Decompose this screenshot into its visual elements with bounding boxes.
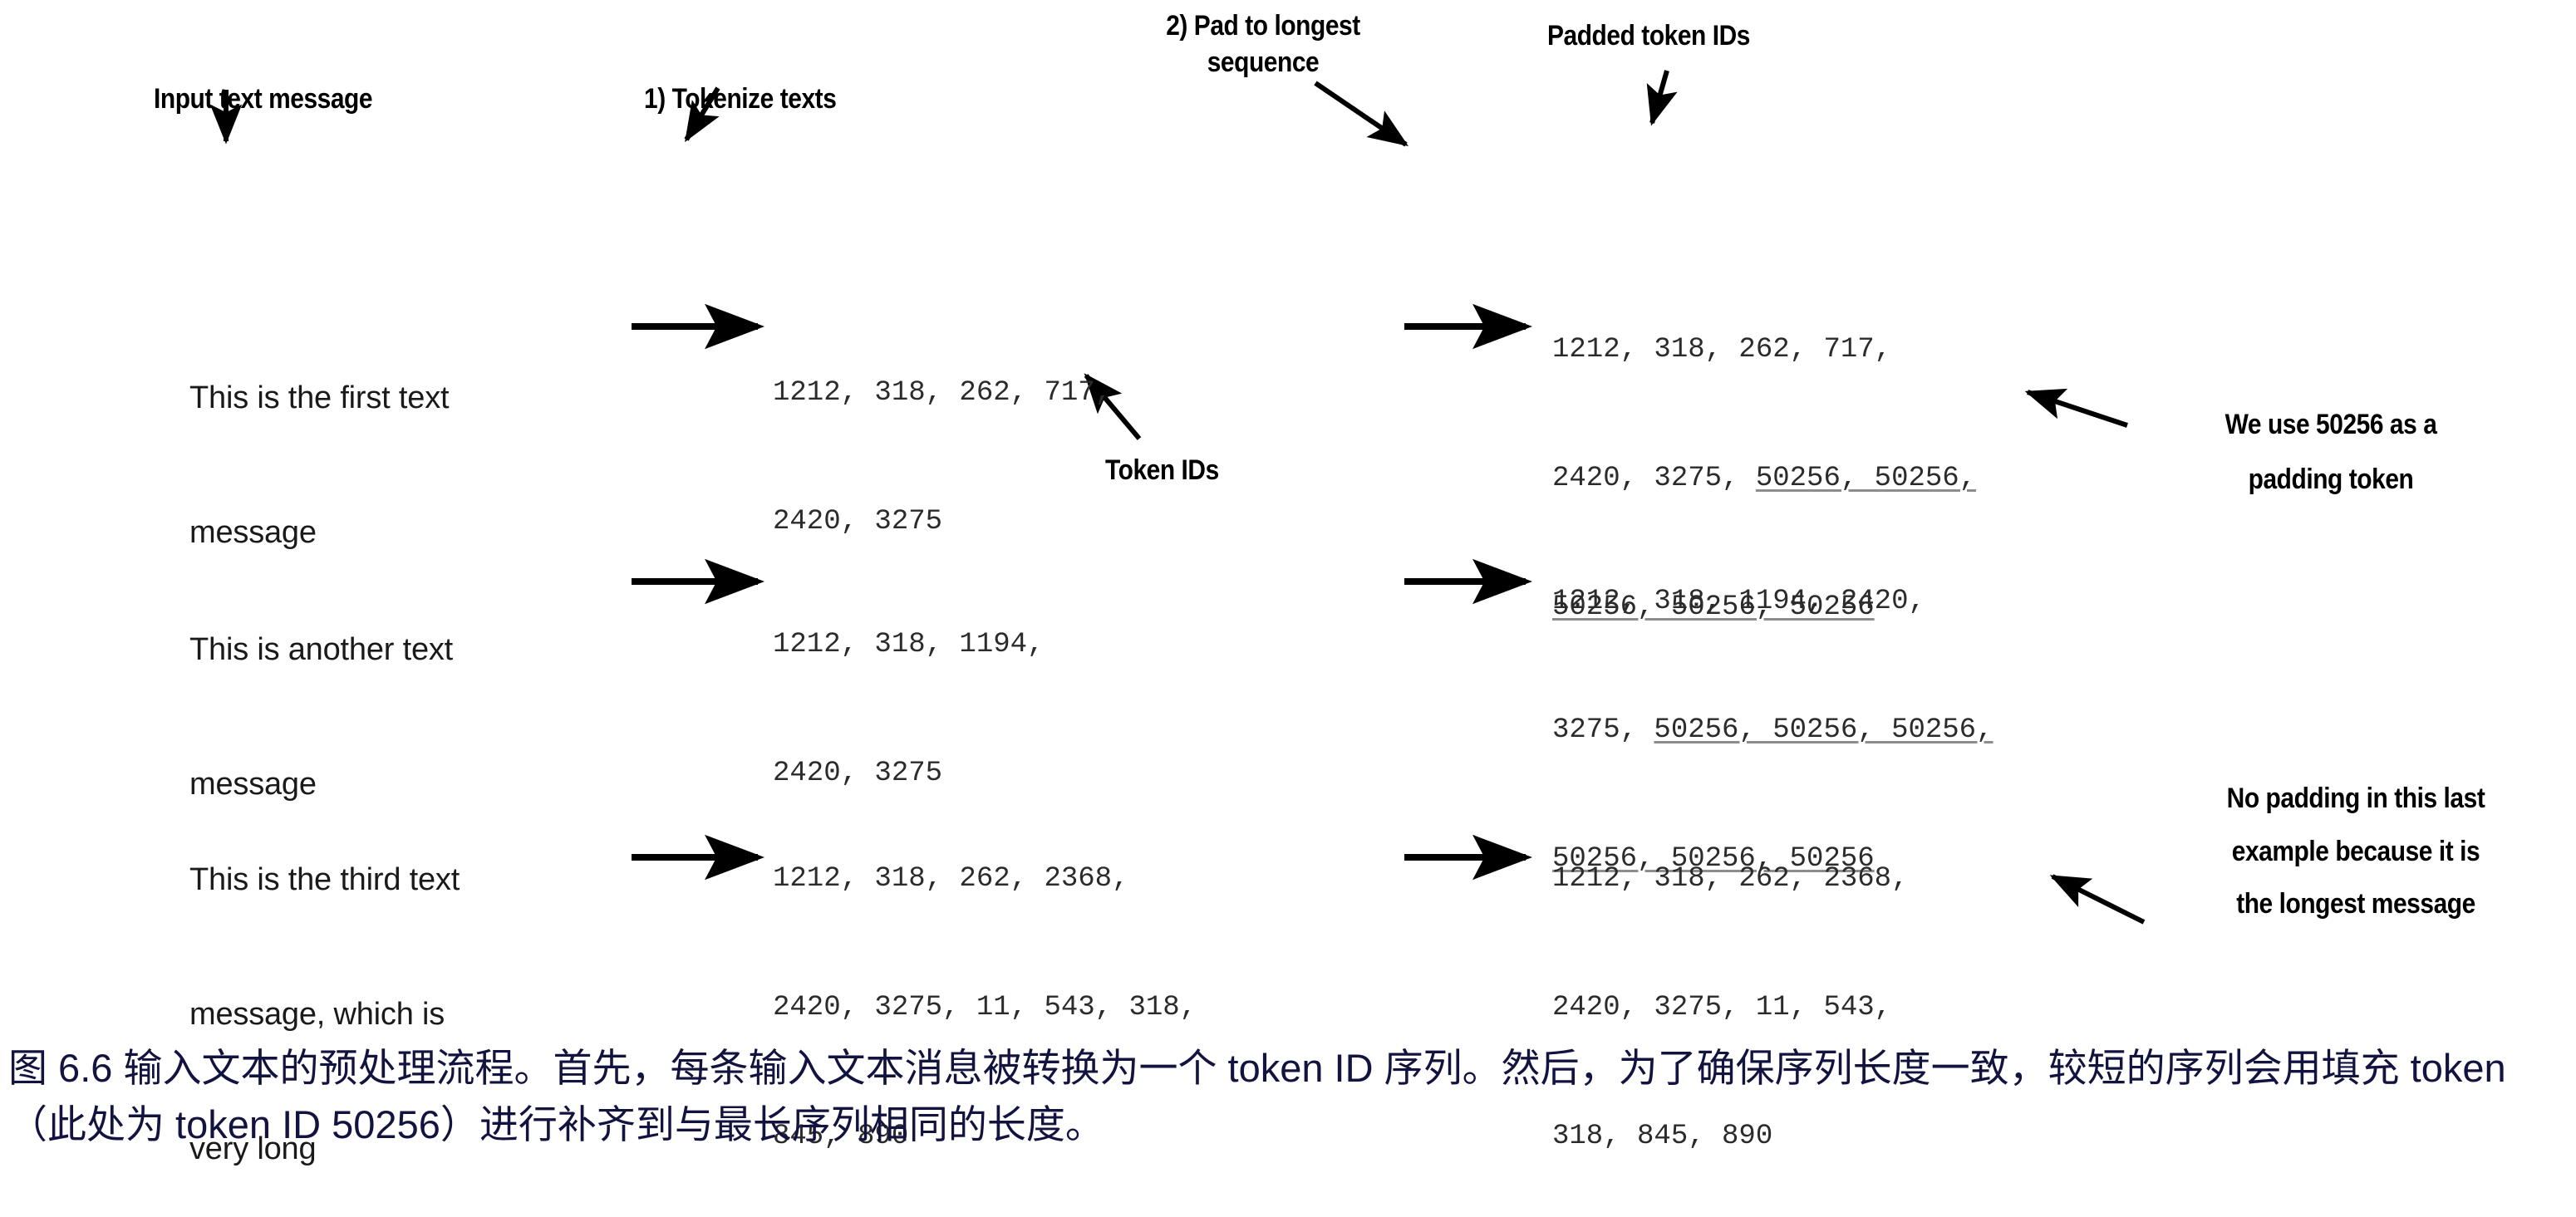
- row-3-padded-line-3: 318, 845, 890: [1552, 1121, 1773, 1153]
- row-3-token-ids-line-1: 1212, 318, 262, 2368,: [773, 863, 1129, 896]
- row-1-message-line-1: This is the first text: [189, 380, 450, 415]
- row-3-message-line-3: very long: [189, 1131, 317, 1166]
- row-2-padded-line-1: 1212, 318, 1194, 2420,: [1552, 586, 1925, 618]
- label-padding-note-line-1: We use 50256 as a: [2225, 409, 2437, 440]
- row-1-padded-line-2: 2420, 3275, 50256, 50256,: [1552, 458, 1976, 501]
- label-padding-note-line-2: padding token: [2248, 463, 2414, 495]
- row-3-message-line-2: message, which is: [189, 996, 445, 1032]
- row-2-token-ids-line-1: 1212, 318, 1194,: [773, 629, 1045, 661]
- arrow-padding-note-callout: [2024, 388, 2128, 428]
- arrow-pad-to-longest: [1314, 81, 1408, 147]
- row-2-message-line-2: message: [189, 766, 317, 802]
- label-token-ids: Token IDs: [1105, 454, 1219, 486]
- label-step-2-pad-to-longest-sequence: 2) Pad to longest sequence: [1105, 8, 1421, 81]
- row-3-token-ids-line-3: 845, 890: [773, 1121, 909, 1153]
- row-2-token-ids: 1212, 318, 1194, 2420, 3275: [773, 538, 1044, 839]
- row-2-input-message: This is another text message: [189, 538, 453, 852]
- label-step-2-line-2: sequence: [1207, 46, 1320, 78]
- label-no-padding-note: No padding in this last example because …: [2152, 781, 2559, 923]
- row-1-padded-line-2-pad: 50256, 50256,: [1755, 463, 1977, 495]
- row-1-padded-line-3-pad: 50256, 50256, 50256: [1552, 591, 1875, 624]
- label-no-padding-note-line-3: the longest message: [2236, 888, 2475, 920]
- row-1-token-ids: 1212, 318, 262, 717, 2420, 3275: [773, 287, 1112, 587]
- label-step-2-line-1: 2) Pad to longest: [1166, 10, 1360, 42]
- label-no-padding-note-line-1: No padding in this last: [2226, 783, 2485, 814]
- row-2-padded-line-3-pad: 50256, 50256, 50256: [1552, 843, 1875, 876]
- row-3-padded-line-2: 2420, 3275, 11, 543,: [1552, 992, 1892, 1024]
- row-2-padded-line-2-pad: 50256, 50256, 50256,: [1654, 714, 1993, 747]
- arrow-no-padding-note-callout: [2049, 874, 2146, 925]
- row-3-input-message: This is the third text message, which is…: [189, 768, 460, 1217]
- row-3-padded-line-1: 1212, 318, 262, 2368,: [1552, 863, 1909, 896]
- label-step-1-tokenize-texts: 1) Tokenize texts: [644, 83, 837, 115]
- label-padding-note: We use 50256 as a padding token: [2136, 407, 2526, 498]
- label-no-padding-note-line-2: example because it is: [2231, 835, 2480, 867]
- row-3-message-line-1: This is the third text: [189, 861, 460, 897]
- row-2-token-ids-line-2: 2420, 3275: [773, 758, 943, 790]
- row-2-padded-line-2: 3275, 50256, 50256, 50256,: [1552, 709, 1993, 753]
- row-1-message-line-2: message: [189, 514, 317, 550]
- row-3-token-ids: 1212, 318, 262, 2368, 2420, 3275, 11, 54…: [773, 773, 1197, 1202]
- row-1-padded-line-3: 50256, 50256, 50256: [1552, 586, 1976, 630]
- row-1-input-message: This is the first text message: [189, 287, 450, 601]
- row-3-padded-token-ids: 1212, 318, 262, 2368, 2420, 3275, 11, 54…: [1552, 773, 1908, 1202]
- row-1-padded-token-ids: 1212, 318, 262, 717, 2420, 3275, 50256, …: [1552, 243, 1976, 673]
- row-2-padded-token-ids: 1212, 318, 1194, 2420, 3275, 50256, 5025…: [1552, 495, 1993, 925]
- row-1-token-ids-line-1: 1212, 318, 262, 717,: [773, 377, 1113, 410]
- row-2-message-line-1: This is another text: [189, 631, 454, 667]
- row-1-padded-line-1: 1212, 318, 262, 717,: [1552, 334, 1892, 366]
- row-1-token-ids-line-2: 2420, 3275: [773, 506, 943, 538]
- row-3-token-ids-line-2: 2420, 3275, 11, 543, 318,: [773, 992, 1197, 1024]
- label-input-text-message: Input text message: [154, 83, 373, 115]
- row-2-padded-line-2-plain: 3275,: [1552, 714, 1654, 747]
- row-1-padded-line-2-plain: 2420, 3275,: [1552, 463, 1756, 495]
- arrow-padded-token-ids: [1646, 70, 1678, 126]
- label-padded-token-ids: Padded token IDs: [1547, 20, 1751, 52]
- row-2-padded-line-3: 50256, 50256, 50256: [1552, 838, 1993, 881]
- figure-caption: 图 6.6 输入文本的预处理流程。首先，每条输入文本消息被转换为一个 token…: [8, 1046, 2506, 1146]
